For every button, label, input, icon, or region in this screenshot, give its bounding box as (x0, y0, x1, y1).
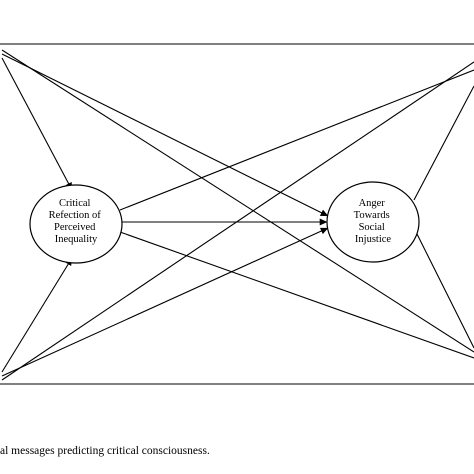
critical-reflection-line-1: Critical (59, 198, 91, 209)
edge-bottom-left-to-top-right (1, 61, 474, 381)
critical-reflection-ellipse (29, 184, 123, 264)
critical-reflection-line-2: Refection of (49, 210, 102, 221)
edge-top-left-to-anger (1, 53, 329, 217)
anger-line-3: Social (359, 222, 385, 233)
edge-bottom-left-to-anger (1, 227, 329, 377)
anger-ellipse (326, 181, 420, 263)
anger-label: Anger Towards Social Injustice (354, 198, 393, 245)
critical-reflection-line-4: Inequality (55, 234, 98, 245)
critical-reflection-label: Critical Refection of Perceived Inequali… (49, 198, 104, 245)
edge-bottom-left-to-critical-reflection (1, 257, 73, 373)
edge-top-left-to-bottom-right (1, 49, 474, 353)
node-critical-reflection: Critical Refection of Perceived Inequali… (29, 184, 123, 264)
edge-anger-to-bottom-right (413, 227, 474, 349)
anger-line-4: Injustice (355, 234, 391, 245)
figure-caption: al messages predicting critical consciou… (0, 445, 210, 457)
anger-line-2: Towards (354, 210, 390, 221)
edge-critical-reflection-to-top-right (119, 69, 474, 211)
node-anger: Anger Towards Social Injustice (326, 181, 420, 263)
critical-reflection-line-3: Perceived (54, 222, 96, 233)
edge-critical-reflection-to-bottom-right (119, 231, 474, 359)
edge-anger-to-top-right (413, 85, 474, 201)
edge-top-left-to-critical-reflection (1, 57, 73, 191)
anger-line-1: Anger (359, 198, 386, 209)
